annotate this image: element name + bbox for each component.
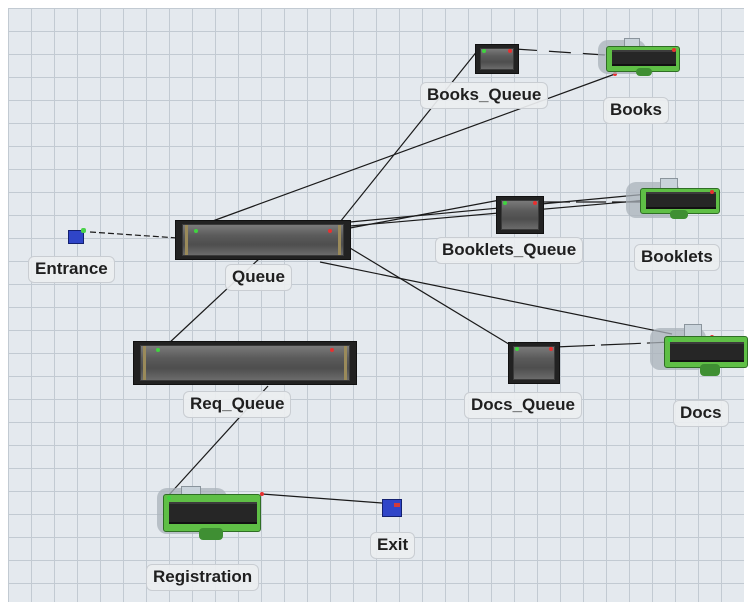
connection-queue-docs <box>319 261 673 335</box>
booklets-processor[interactable] <box>626 178 720 224</box>
registration-processor[interactable] <box>155 484 263 546</box>
label-registration: Registration <box>146 564 260 591</box>
label-entrance: Entrance <box>28 256 115 283</box>
books-processor[interactable] <box>598 38 680 80</box>
exit-sink-icon[interactable] <box>382 499 402 517</box>
booklets-queue-object[interactable] <box>496 196 544 234</box>
connection-books-queue-books <box>514 48 606 56</box>
label-req-queue: Req_Queue <box>183 391 292 418</box>
label-docs: Docs <box>673 400 729 427</box>
entrance-source-icon[interactable] <box>68 228 86 244</box>
label-queue: Queue <box>225 264 292 291</box>
connection-registration-exit <box>261 493 383 504</box>
docs-queue-object[interactable] <box>508 342 560 384</box>
queue-object[interactable] <box>175 220 351 260</box>
req-queue-object[interactable] <box>133 341 357 385</box>
label-booklets-queue: Booklets_Queue <box>435 237 584 264</box>
label-docs-queue: Docs_Queue <box>464 392 582 419</box>
docs-processor[interactable] <box>650 322 748 380</box>
connection-queue-books-queue <box>339 49 479 223</box>
label-booklets: Booklets <box>634 244 720 271</box>
label-books: Books <box>603 97 669 124</box>
label-exit: Exit <box>370 532 416 559</box>
connection-queue-docs-queue <box>349 247 513 347</box>
connection-entrance-queue <box>89 231 179 239</box>
books-queue-object[interactable] <box>475 44 519 74</box>
label-books-queue: Books_Queue <box>420 82 549 109</box>
connection-queue-books <box>209 73 616 223</box>
